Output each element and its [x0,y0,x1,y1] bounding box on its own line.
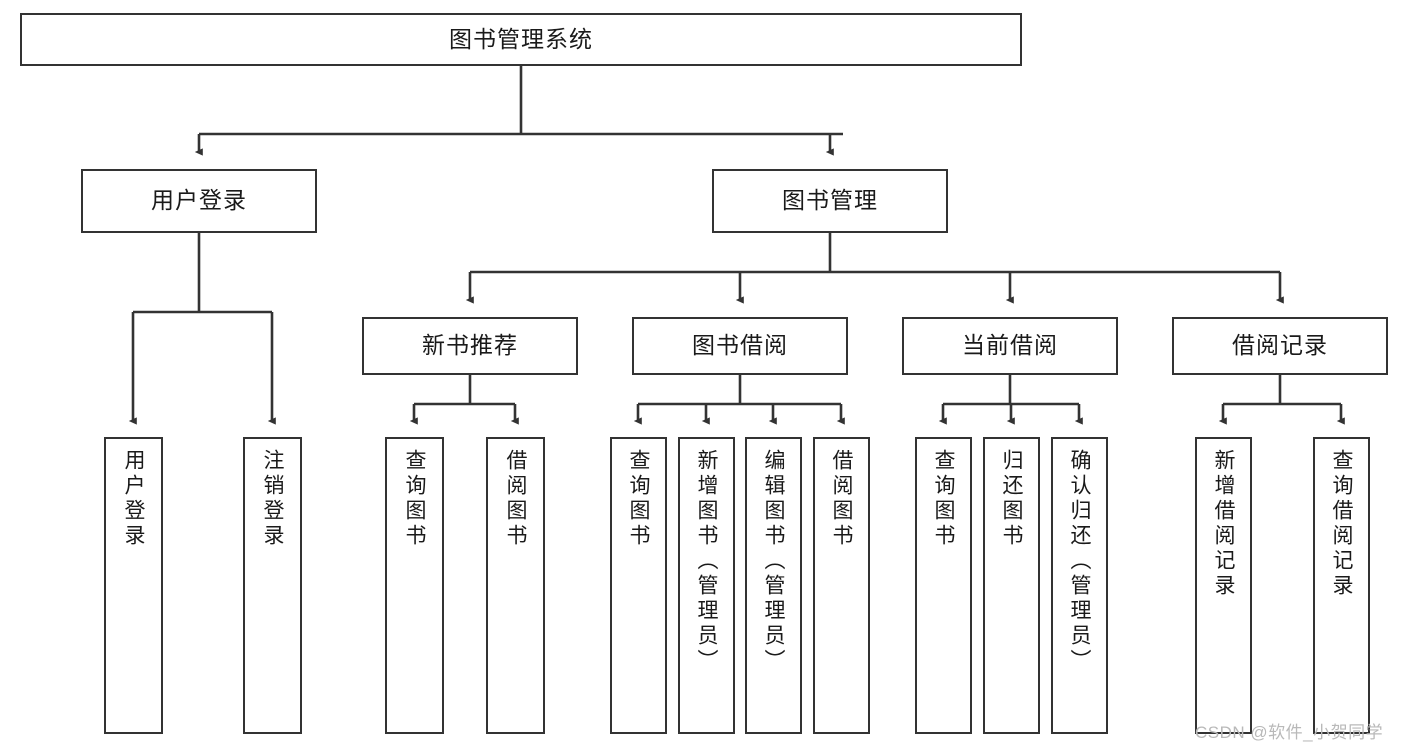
node-new-book-recommend[interactable]: 新书推荐 [362,317,578,375]
node-book-management[interactable]: 图书管理 [712,169,948,233]
leaf-borrow-book-recommend-label: 借阅图书 [504,449,527,549]
leaf-query-borrow-record-label: 查询借阅记录 [1330,449,1353,599]
node-book-borrow-label: 图书借阅 [692,332,788,359]
node-root[interactable]: 图书管理系统 [20,13,1022,66]
leaf-edit-book[interactable]: 编辑图书（管理员） [745,437,802,734]
leaf-confirm-return[interactable]: 确认归还（管理员） [1051,437,1108,734]
node-book-borrow[interactable]: 图书借阅 [632,317,848,375]
leaf-query-book-borrow[interactable]: 查询图书 [610,437,667,734]
node-current-borrow-label: 当前借阅 [962,332,1058,359]
node-current-borrow[interactable]: 当前借阅 [902,317,1118,375]
leaf-edit-book-label: 编辑图书（管理员） [762,449,785,674]
node-borrow-record-label: 借阅记录 [1232,332,1328,359]
leaf-borrow-book-recommend[interactable]: 借阅图书 [486,437,545,734]
leaf-user-login-label: 用户登录 [122,449,145,549]
leaf-return-book-label: 归还图书 [1000,449,1023,549]
node-root-label: 图书管理系统 [449,25,593,52]
leaf-query-book-recommend-label: 查询图书 [403,449,426,549]
node-borrow-record[interactable]: 借阅记录 [1172,317,1388,375]
node-new-book-recommend-label: 新书推荐 [422,332,518,359]
leaf-return-book[interactable]: 归还图书 [983,437,1040,734]
leaf-query-book-recommend[interactable]: 查询图书 [385,437,444,734]
node-user-login[interactable]: 用户登录 [81,169,317,233]
leaf-query-borrow-record[interactable]: 查询借阅记录 [1313,437,1370,734]
leaf-confirm-return-label: 确认归还（管理员） [1068,449,1091,674]
leaf-add-borrow-record-label: 新增借阅记录 [1212,449,1235,599]
leaf-add-borrow-record[interactable]: 新增借阅记录 [1195,437,1252,734]
node-book-management-label: 图书管理 [782,187,878,214]
leaf-query-book-current-label: 查询图书 [932,449,955,549]
leaf-user-login[interactable]: 用户登录 [104,437,163,734]
leaf-borrow-book-label: 借阅图书 [830,449,853,549]
node-user-login-label: 用户登录 [151,187,247,214]
leaf-borrow-book[interactable]: 借阅图书 [813,437,870,734]
leaf-query-book-current[interactable]: 查询图书 [915,437,972,734]
leaf-query-book-borrow-label: 查询图书 [627,449,650,549]
watermark-text: CSDN @软件_小贺同学 [1195,723,1384,742]
leaf-user-logout[interactable]: 注销登录 [243,437,302,734]
leaf-user-logout-label: 注销登录 [261,449,284,549]
leaf-add-book[interactable]: 新增图书（管理员） [678,437,735,734]
leaf-add-book-label: 新增图书（管理员） [695,449,718,674]
